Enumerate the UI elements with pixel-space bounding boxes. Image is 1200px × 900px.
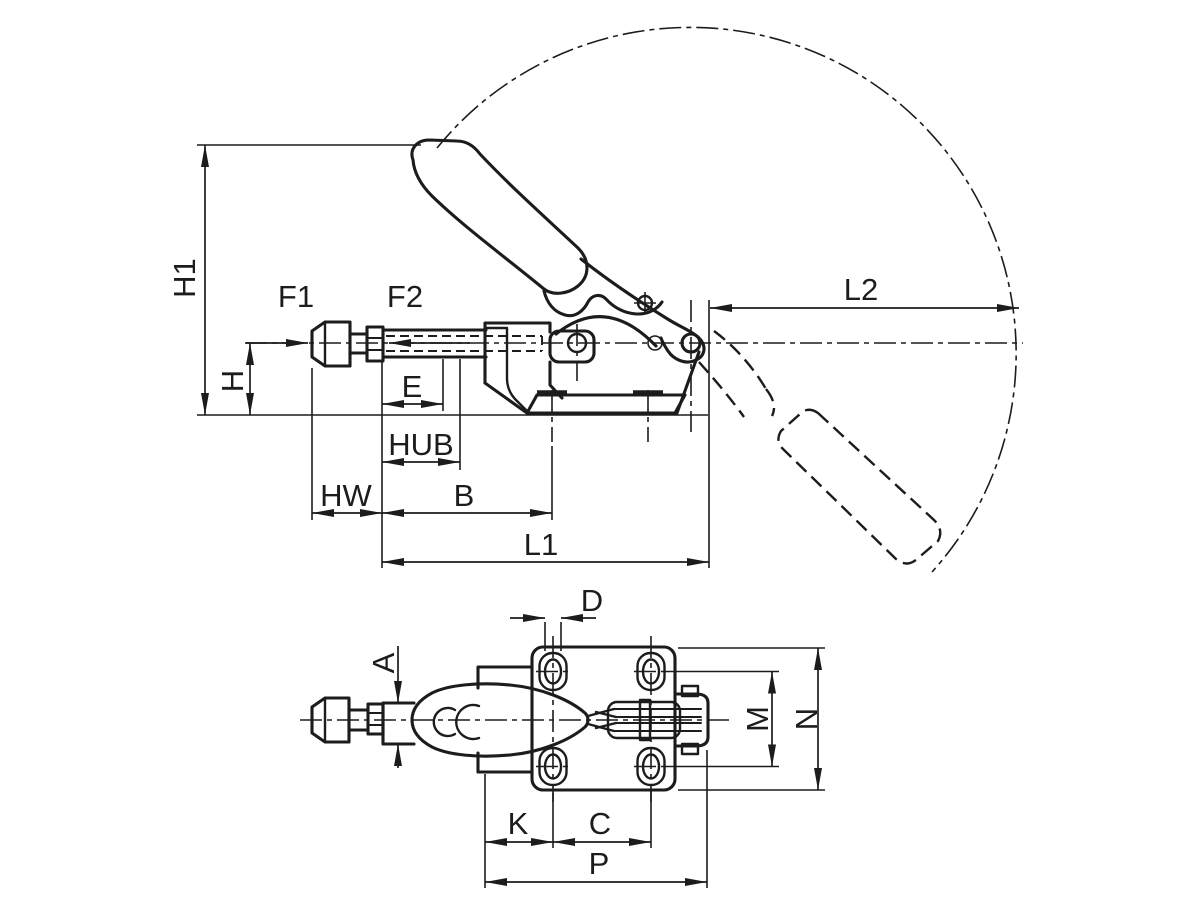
mounting-slots [536, 636, 668, 802]
dim-label-hub: HUB [388, 427, 453, 462]
body-inner-contour [483, 326, 529, 413]
phantom-neck-lower [698, 361, 745, 418]
plan-nut-facets [367, 712, 384, 726]
ce-mark-c1 [432, 706, 457, 738]
dim-label-c: C [589, 806, 611, 841]
arm-tab-bottom [680, 742, 700, 756]
dim-label-n: N [789, 708, 824, 730]
plan-handle-grip [410, 682, 590, 758]
dim-label-a: A [366, 652, 401, 673]
phantom-neck-upper [713, 330, 768, 390]
dim-label-f2: F2 [387, 279, 423, 314]
slot-column-centerlines [552, 636, 652, 802]
ce-mark-c2 [455, 703, 481, 741]
hex-nut [365, 325, 385, 363]
phantom-neck-join [765, 388, 776, 417]
mounting-hole-centermarks [551, 390, 649, 442]
dim-label-l2: L2 [844, 272, 878, 307]
n-extension-lines [678, 647, 825, 791]
body-lower-slant [483, 381, 529, 415]
ce-mark-icon [432, 703, 481, 741]
dim-label-p: P [589, 846, 610, 881]
arm-end [673, 692, 710, 748]
fork-converging-lines [586, 707, 618, 733]
lever-arch [554, 315, 658, 348]
dim-label-d: D [581, 583, 603, 618]
rod-thread-hidden-lines [386, 335, 543, 352]
threaded-rod [381, 328, 488, 359]
body-front-block [483, 321, 552, 385]
lever-lower-edge [542, 289, 664, 318]
handle-swing-arc [436, 26, 1017, 573]
pressure-pad [310, 320, 352, 368]
mounting-plate [530, 645, 677, 792]
fork-pin [638, 698, 652, 742]
fork-arm [586, 684, 710, 756]
m-extension-lines [664, 670, 779, 768]
dim-label-f1: F1 [278, 279, 314, 314]
dim-label-k: K [508, 806, 529, 841]
plan-hex-nut [366, 702, 385, 736]
plan-rod [381, 701, 416, 746]
dim-label-h1: H1 [167, 258, 202, 298]
dim-label-e: E [402, 369, 423, 404]
dim-label-m: M [740, 706, 775, 732]
fork-slot-lines [613, 708, 702, 732]
plan-body-block-lower [476, 751, 534, 774]
plan-view: D A M N K C P [300, 583, 825, 888]
link-plate [548, 329, 596, 364]
slot-row-centermarks [536, 670, 668, 768]
hex-nut-facets [366, 337, 384, 351]
body-base [525, 393, 687, 415]
arm-tab-top [680, 684, 700, 698]
handle-open-position [698, 330, 942, 565]
plan-body-block-upper [476, 665, 534, 690]
d-extension-lines [544, 622, 562, 651]
side-view: H1 H F1 F2 E HUB HW B L1 L2 [167, 26, 1023, 573]
dim-label-h: H [215, 370, 250, 392]
plan-shaft [347, 708, 370, 732]
phantom-grip [777, 408, 942, 565]
arm-mid-bracket [606, 700, 682, 740]
dim-label-hw: HW [320, 478, 372, 513]
body-right-edge [675, 350, 701, 415]
lever-upper-edge [579, 257, 706, 364]
spindle-shaft [348, 332, 369, 355]
dim-label-l1: L1 [524, 527, 558, 562]
dim-label-b: B [454, 478, 475, 513]
handle-grip [410, 138, 589, 295]
